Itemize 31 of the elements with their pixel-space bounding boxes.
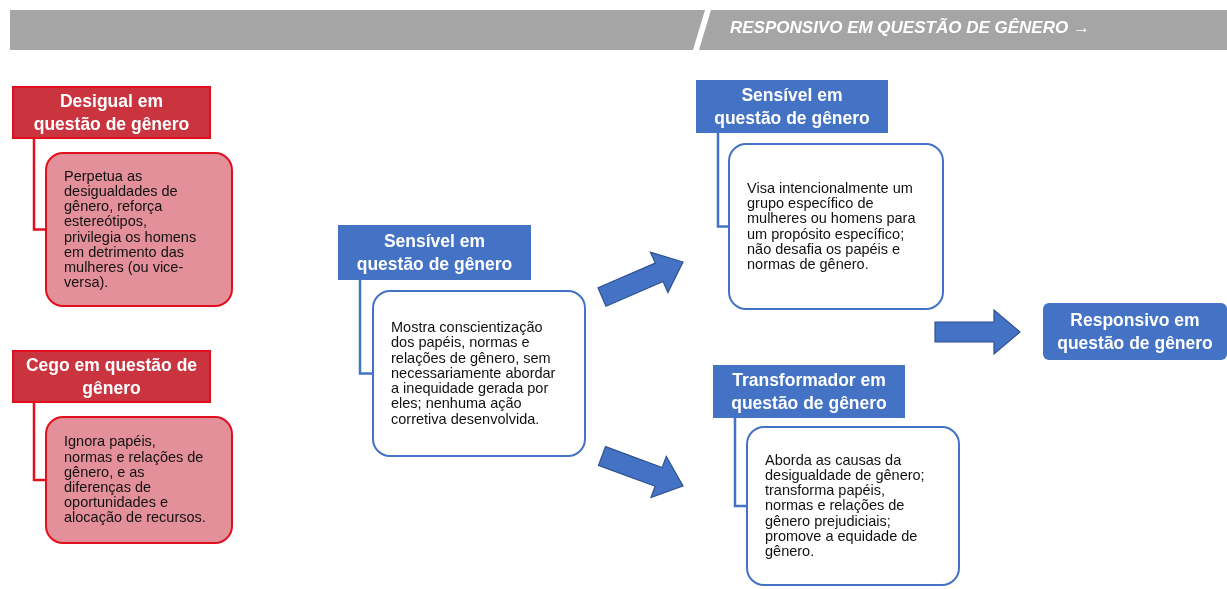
heading-text: Desigual em questão de gênero <box>32 89 191 136</box>
block-arrow <box>597 445 684 499</box>
description-box <box>45 416 233 544</box>
description-text: Aborda as causas da desigualdade de gênero; transforma papéis, normas e relações de gênero prejudiciais; promove a equidade de gênero. <box>765 452 926 560</box>
description-text: Ignora papéis, normas e relações de gênero, e as diferenças de oportunidades e alocação de recursos. <box>64 434 207 526</box>
result-text: Responsivo em questão de gênero <box>1056 308 1214 355</box>
block-arrow <box>597 251 684 307</box>
connector-line <box>733 418 746 508</box>
heading-box <box>696 80 888 133</box>
description-box <box>746 426 960 586</box>
heading-box <box>12 350 211 403</box>
connector-line <box>716 133 728 228</box>
connector-line <box>32 403 45 482</box>
connector-line <box>358 280 372 375</box>
heading-text: Cego em questão de gênero <box>25 353 198 400</box>
heading-text: Sensível em questão de gênero <box>355 229 514 276</box>
banner-title: RESPONSIVO EM QUESTÃO DE GÊNERO → <box>730 18 1090 38</box>
heading-box <box>713 365 905 418</box>
connector-line <box>32 139 45 231</box>
description-box <box>45 152 233 307</box>
description-text: Perpetua as desigualdades de gênero, reforça estereótipos, privilegia os homens em detrimento das mulheres (ou vice-versa). <box>64 168 198 291</box>
heading-text: Sensível em questão de gênero <box>713 83 871 130</box>
description-text: Mostra conscientização dos papéis, normas e relações de gênero, sem necessariamente abordar a inequidade gerada por eles; nenhuma ação corretiva desenvolvida. <box>391 320 557 427</box>
heading-box <box>12 86 211 139</box>
description-text: Visa intencionalmente um grupo específico de mulheres ou homens para um propósito específico; não desafia os papéis e normas de gênero. <box>747 180 917 273</box>
description-box <box>372 290 586 457</box>
heading-box <box>338 225 531 280</box>
heading-text: Transformador em questão de gênero <box>730 368 888 415</box>
description-box <box>728 143 944 310</box>
block-arrow <box>934 308 1021 356</box>
result-box <box>1043 303 1227 360</box>
